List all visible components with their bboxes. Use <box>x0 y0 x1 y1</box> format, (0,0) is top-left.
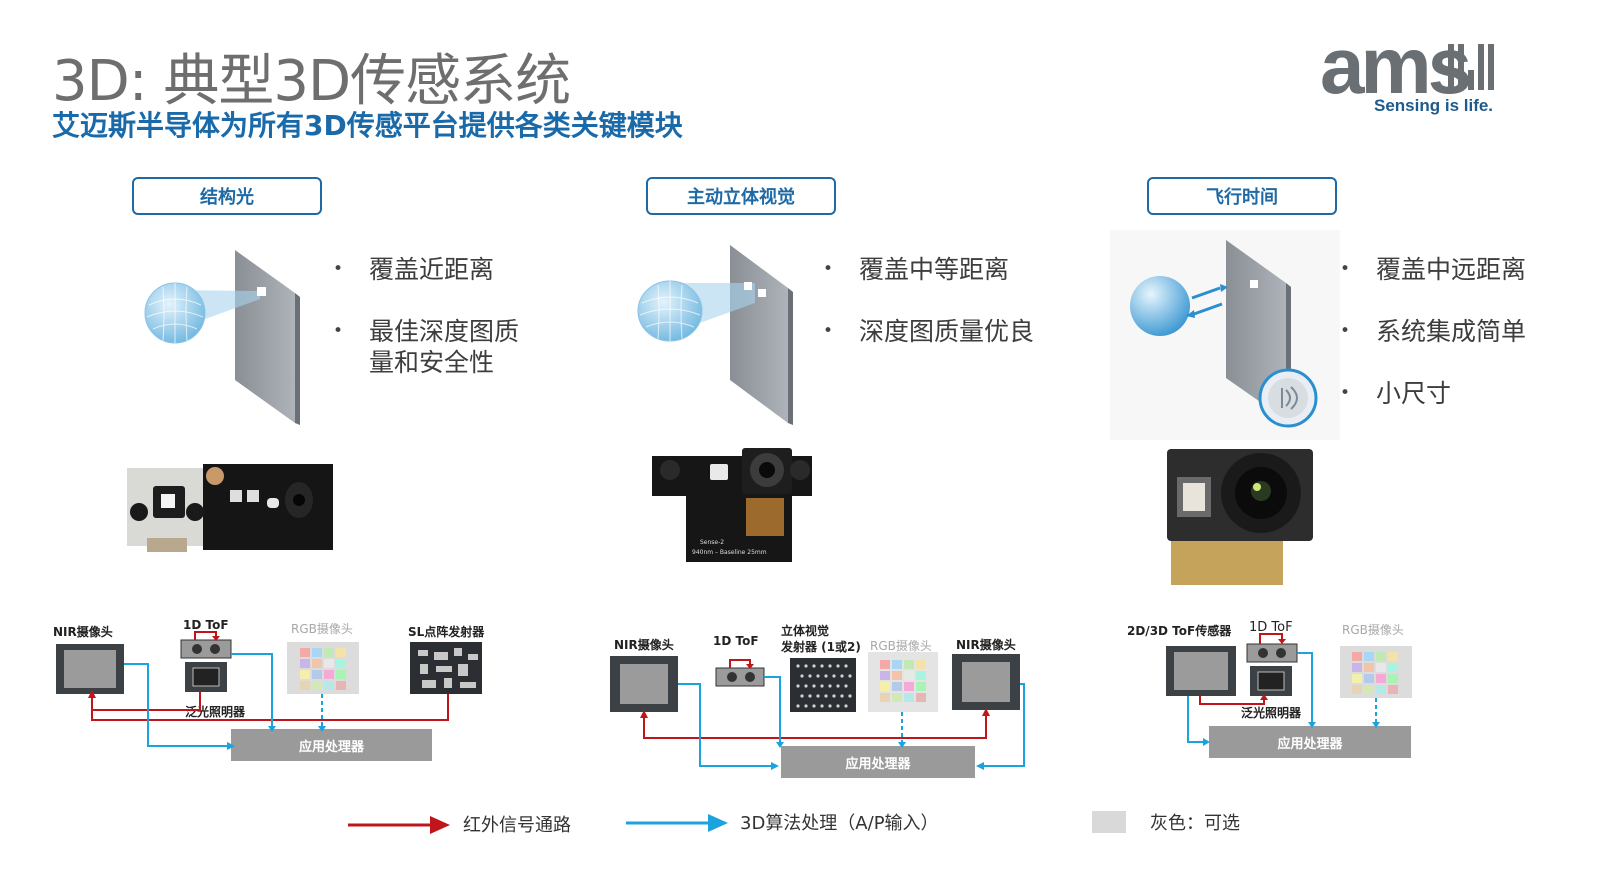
app-processor: 应用处理器 <box>231 729 432 761</box>
tof-2d3d-sensor-label: 2D/3D ToF传感器 <box>1127 624 1232 638</box>
legend-ir-signal: 红外信号通路 <box>463 815 571 836</box>
tof-1d-label: 1D ToF <box>713 634 759 648</box>
legend-algo-processing: 3D算法处理（A/P输入） <box>740 813 939 834</box>
rgb-camera-label: RGB摄像头 <box>291 622 353 636</box>
rgb-camera-icon <box>287 642 359 694</box>
bullet-item: 覆盖中远距离 <box>1340 254 1580 285</box>
rgb-camera-icon <box>868 652 938 712</box>
logo-dot-grid-icon <box>1448 44 1494 90</box>
legend-optional: 灰色：可选 <box>1150 813 1240 834</box>
logo-tagline: Sensing is life. <box>1374 96 1494 115</box>
board-text: 940nm – Baseline 25mm <box>692 549 767 556</box>
bullet-item: 覆盖近距离 <box>333 254 533 285</box>
tof-1d-label: 1D ToF <box>1249 620 1293 635</box>
bullet-item: 最佳深度图质量和安全性 <box>333 316 533 378</box>
ams-logo: ams <box>1320 21 1472 110</box>
category-structured-light: 结构光 <box>132 177 322 215</box>
flood-illuminator-icon <box>185 662 227 692</box>
structured-light-module-photo <box>127 464 333 552</box>
rgb-camera-label: RGB摄像头 <box>1342 623 1404 637</box>
projector-label: 发射器 (1或2) <box>781 640 861 654</box>
page-subtitle: 艾迈斯半导体为所有3D传感平台提供各类关键模块 <box>52 109 683 142</box>
app-processor: 应用处理器 <box>781 746 975 778</box>
time-of-flight-module-photo <box>1167 449 1313 585</box>
rgb-camera-label: RGB摄像头 <box>870 639 932 653</box>
nir-camera-icon <box>56 644 124 694</box>
bullet-list-active-stereo: 覆盖中等距离 深度图质量优良 <box>823 254 1083 378</box>
time-of-flight-signal-diagram <box>1166 633 1412 746</box>
nir-camera-left-label: NIR摄像头 <box>614 638 674 652</box>
app-processor: 应用处理器 <box>1209 726 1411 758</box>
bullet-list-structured-light: 覆盖近距离 最佳深度图质量和安全性 <box>333 254 533 409</box>
tof-1d-label: 1D ToF <box>183 618 229 632</box>
structured-light-illustration <box>144 250 300 425</box>
ir-signal-arrow-icon <box>348 816 450 834</box>
active-stereo-module-photo: Sense-2 940nm – Baseline 25mm <box>652 448 812 562</box>
legend-gray-swatch <box>1092 811 1126 833</box>
nir-camera-right-label: NIR摄像头 <box>956 638 1016 652</box>
flood-illuminator-icon <box>1250 666 1292 696</box>
bullet-list-time-of-flight: 覆盖中远距离 系统集成简单 小尺寸 <box>1340 254 1580 440</box>
algo-processing-arrow-icon <box>626 814 728 832</box>
board-text: Sense-2 <box>700 539 724 546</box>
nir-camera-right-icon <box>952 654 1020 710</box>
sl-dot-projector-icon <box>410 642 482 694</box>
stereo-projector-icon <box>790 658 856 712</box>
sl-dot-projector-label: SL点阵发射器 <box>408 625 485 639</box>
structured-light-signal-diagram <box>56 631 482 750</box>
category-active-stereo: 主动立体视觉 <box>646 177 836 215</box>
tof-sensor-icon <box>180 639 232 659</box>
bullet-item: 小尺寸 <box>1340 378 1580 409</box>
bullet-item: 覆盖中等距离 <box>823 254 1083 285</box>
bullet-item: 系统集成简单 <box>1340 316 1580 347</box>
bullet-item: 深度图质量优良 <box>823 316 1083 347</box>
nir-camera-label: NIR摄像头 <box>53 625 113 639</box>
tof-sensor-icon <box>1246 643 1298 663</box>
time-of-flight-illustration <box>1110 230 1340 440</box>
category-time-of-flight: 飞行时间 <box>1147 177 1337 215</box>
tof-2d3d-sensor-icon <box>1166 646 1236 696</box>
tof-sensor-icon <box>715 667 765 687</box>
nir-camera-left-icon <box>610 656 678 712</box>
stereo-label: 立体视觉 <box>781 624 830 638</box>
active-stereo-signal-diagram <box>610 652 1025 770</box>
page-title: 3D: 典型3D传感系统 <box>52 49 571 114</box>
flood-illuminator-label: 泛光照明器 <box>1241 706 1302 720</box>
active-stereo-illustration <box>637 245 793 425</box>
rgb-camera-icon <box>1340 646 1412 698</box>
